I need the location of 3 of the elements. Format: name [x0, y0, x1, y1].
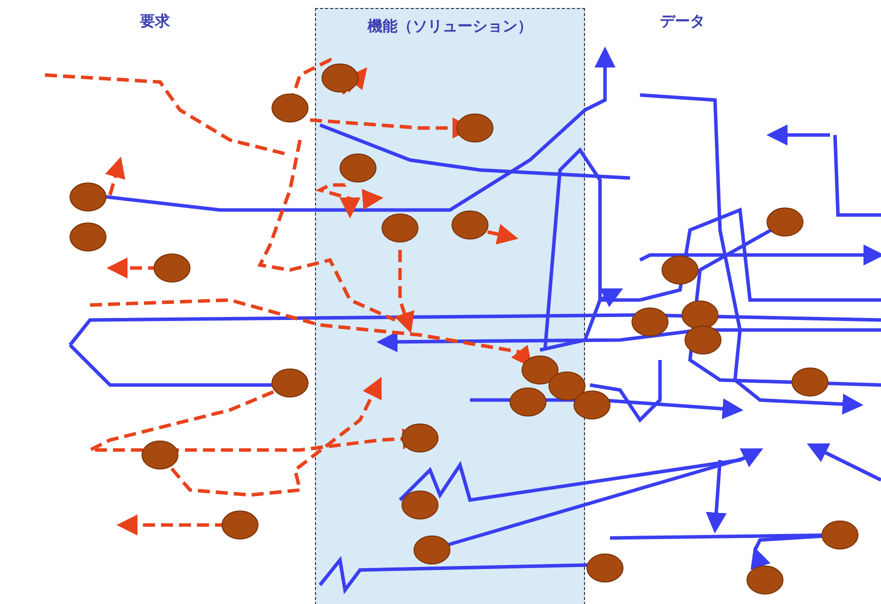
- column-heading: データ: [660, 12, 705, 31]
- column-heading: 機能（ソリューション）: [366, 17, 534, 36]
- column-heading: 要求: [140, 12, 170, 31]
